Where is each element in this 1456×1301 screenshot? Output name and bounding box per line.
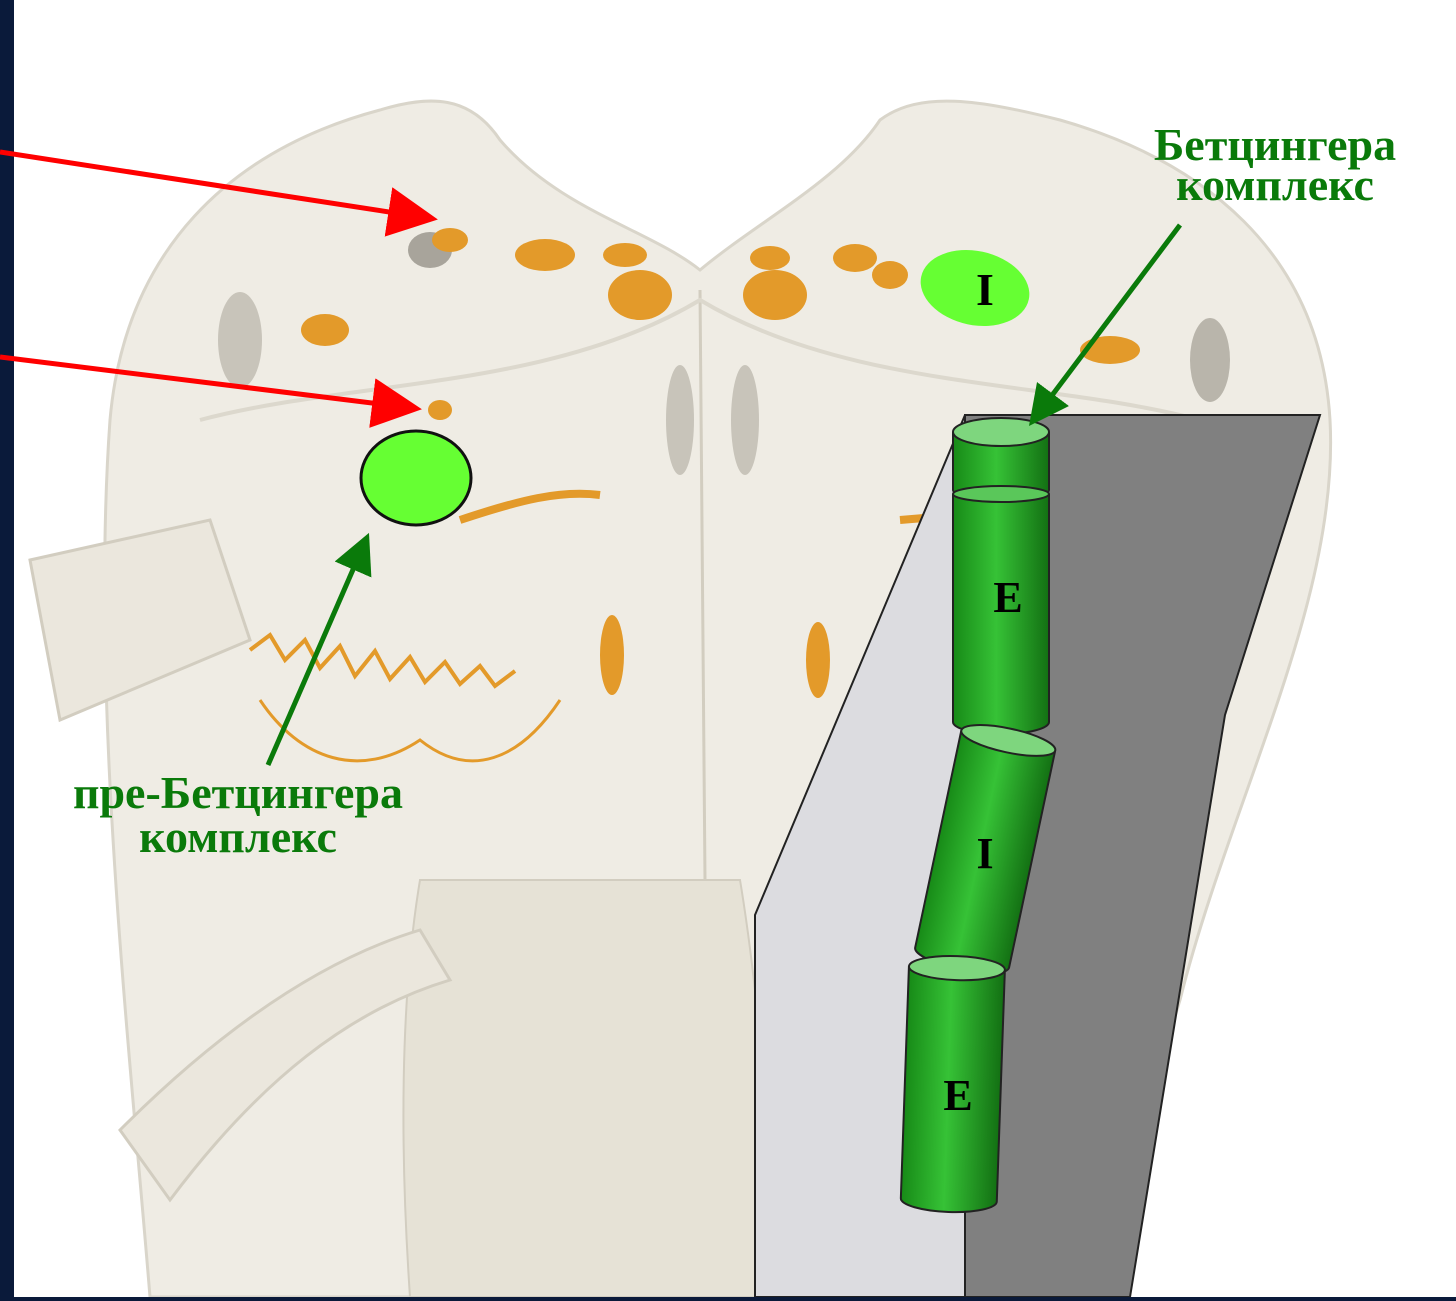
segment-label-e-lower: E — [943, 1071, 972, 1120]
prebotzinger-circle — [361, 431, 471, 525]
prebotzinger-label-line2: комплекс — [139, 811, 337, 862]
botzinger-label: Бетцингера комплекс — [1154, 119, 1396, 210]
segment-label-e-upper: E — [993, 573, 1022, 622]
botzinger-label-line2: комплекс — [1176, 159, 1374, 210]
segment-label-i: I — [976, 829, 993, 878]
dorsal-group-label: I — [976, 264, 994, 315]
